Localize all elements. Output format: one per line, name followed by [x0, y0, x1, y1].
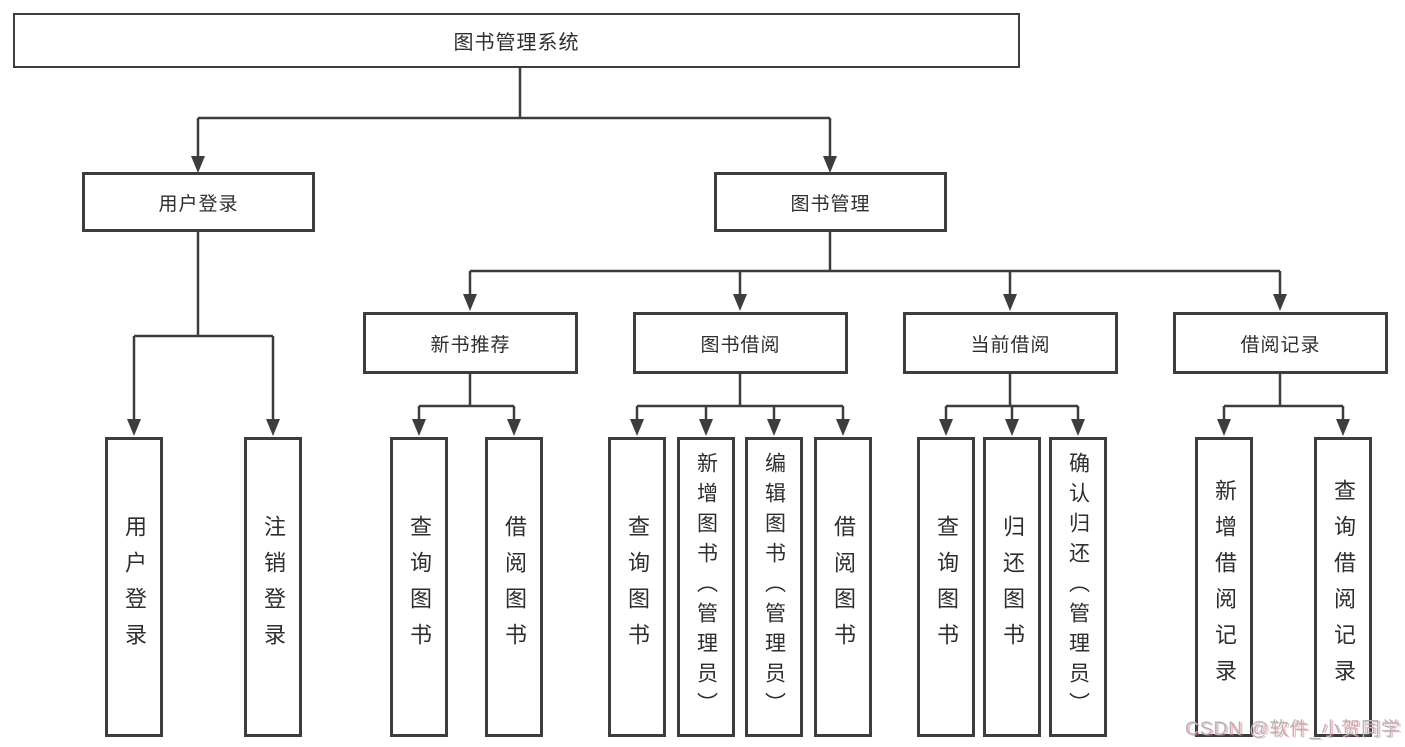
node-label: 查询借阅记录	[1331, 479, 1356, 695]
leaf-query-books-borrow: 查询图书	[608, 437, 666, 737]
node-label: 新书推荐	[430, 334, 511, 356]
leaf-borrow-books-recommend: 借阅图书	[485, 437, 543, 737]
node-label: 查询图书	[407, 515, 432, 659]
node-library-management-system: 图书管理系统	[13, 13, 1020, 68]
edge-user-login-children	[132, 232, 275, 420]
node-label: 查询图书	[934, 515, 959, 659]
leaf-return-books: 归还图书	[983, 437, 1041, 737]
leaf-add-borrow-record: 新增借阅记录	[1195, 437, 1253, 737]
node-label: 归还图书	[1000, 515, 1025, 659]
node-new-book-recommend: 新书推荐	[363, 312, 578, 374]
node-label: 确认归还（管理员）	[1066, 452, 1090, 722]
leaf-confirm-return-admin: 确认归还（管理员）	[1049, 437, 1107, 737]
node-label: 编辑图书（管理员）	[762, 452, 786, 722]
leaf-query-borrow-record: 查询借阅记录	[1314, 437, 1372, 737]
node-label: 用户登录	[158, 193, 239, 215]
node-current-borrow: 当前借阅	[903, 312, 1118, 374]
node-borrow-records: 借阅记录	[1173, 312, 1388, 374]
leaf-query-books-current: 查询图书	[917, 437, 975, 737]
leaf-add-books-admin: 新增图书（管理员）	[677, 437, 735, 737]
leaf-logout: 注销登录	[244, 437, 302, 737]
leaf-query-books-recommend: 查询图书	[390, 437, 448, 737]
edge-current-borrow-children	[944, 374, 1080, 420]
node-user-login: 用户登录	[82, 172, 315, 232]
node-label: 图书管理系统	[453, 32, 580, 54]
node-label: 用户登录	[122, 515, 147, 659]
edge-root-to-level2	[196, 68, 832, 157]
edge-book-management-children	[468, 232, 1282, 295]
node-label: 借阅图书	[831, 515, 856, 659]
edge-borrow-records-children	[1222, 374, 1345, 420]
node-label: 新增图书（管理员）	[694, 452, 718, 722]
node-label: 查询图书	[625, 515, 650, 659]
leaf-edit-books-admin: 编辑图书（管理员）	[745, 437, 803, 737]
node-label: 图书借阅	[700, 334, 781, 356]
node-label: 借阅图书	[502, 515, 527, 659]
node-label: 新增借阅记录	[1212, 479, 1237, 695]
arrowheads	[127, 156, 1350, 436]
node-label: 借阅记录	[1240, 334, 1321, 356]
node-label: 注销登录	[261, 515, 286, 659]
node-book-borrow: 图书借阅	[633, 312, 848, 374]
leaf-borrow-books: 借阅图书	[814, 437, 872, 737]
node-book-management: 图书管理	[714, 172, 947, 232]
leaf-user-login: 用户登录	[105, 437, 163, 737]
node-label: 图书管理	[790, 193, 871, 215]
node-label: 当前借阅	[970, 334, 1051, 356]
edge-book-borrow-children	[635, 374, 845, 420]
edge-new-book-recommend-children	[417, 374, 516, 420]
